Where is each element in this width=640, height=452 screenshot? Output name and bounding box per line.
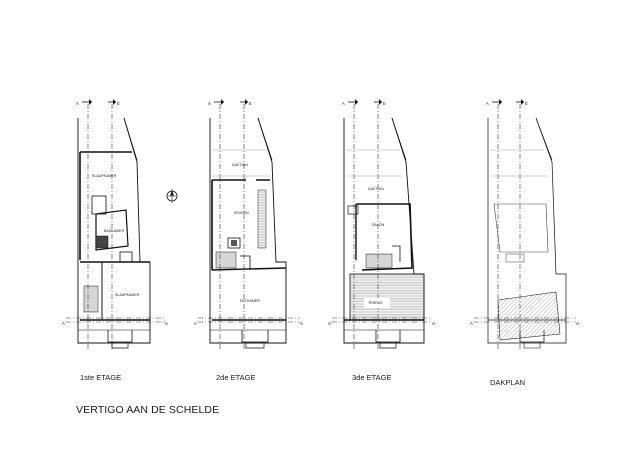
- section-label: E: [117, 101, 120, 106]
- room-label: KEUKEN: [234, 211, 249, 215]
- section-label: E: [249, 101, 252, 106]
- section-label: E: [525, 101, 528, 106]
- section-label: A: [165, 321, 168, 326]
- section-label: A: [300, 321, 303, 326]
- section-label: A: [62, 321, 65, 326]
- room-label: TERRAS: [368, 301, 383, 305]
- section-label: A: [576, 321, 579, 326]
- plan-2de-etage: A E A A DAKTUIN KEUKEN: [194, 99, 303, 350]
- section-marker-top-4: A E: [486, 99, 528, 106]
- room-label: SLAAPKAMER: [115, 293, 140, 297]
- room-label: DAKTUIN: [232, 163, 248, 167]
- section-label: A: [328, 321, 331, 326]
- section-marker-top-2: A E: [208, 99, 252, 106]
- sheet-title: VERTIGO AAN DE SCHELDE: [76, 404, 220, 416]
- section-label: A: [470, 321, 473, 326]
- room-label: SALON: [372, 223, 385, 227]
- section-marker-top-3: A E: [342, 99, 386, 106]
- plan-dakplan: A E A A: [470, 99, 579, 350]
- room-label: DAKTUIN: [368, 187, 384, 191]
- section-label: E: [383, 101, 386, 106]
- section-label: A: [194, 321, 197, 326]
- plan-caption-1ste-etage: 1ste ETAGE: [80, 373, 122, 382]
- section-label: A: [76, 101, 79, 106]
- section-label: A: [208, 101, 211, 106]
- plan-caption-2de-etage: 2de ETAGE: [216, 373, 256, 382]
- room-label: BADKAMER: [104, 229, 125, 233]
- north-arrow-icon: [166, 189, 178, 203]
- section-marker-top-1: A E: [76, 99, 120, 106]
- section-label: A: [342, 101, 345, 106]
- section-label: A: [486, 101, 489, 106]
- section-label: A: [432, 321, 435, 326]
- room-label: EETKAMER: [240, 299, 260, 303]
- room-label: SLAAPKAMER: [92, 174, 117, 178]
- plan-3de-etage: A E A A DAKTUIN SALON TERRAS: [328, 99, 435, 350]
- plan-caption-3de-etage: 3de ETAGE: [352, 373, 392, 382]
- plan-caption-dakplan: DAKPLAN: [490, 378, 526, 387]
- plan-1ste-etage: A E A A SLAAPKAMER BADKAMER: [62, 99, 168, 350]
